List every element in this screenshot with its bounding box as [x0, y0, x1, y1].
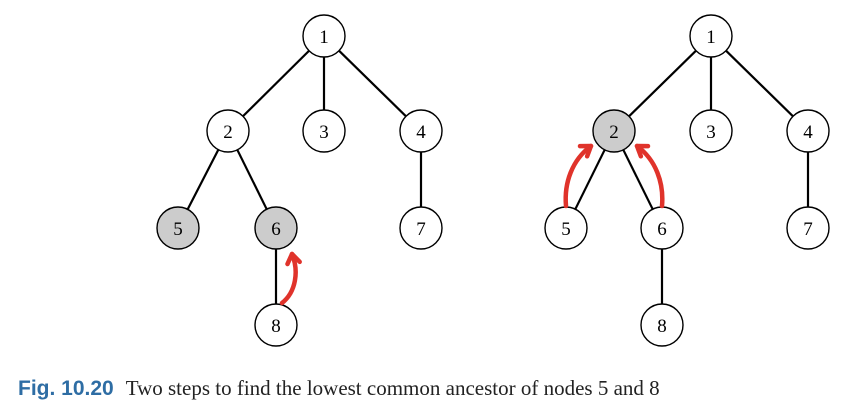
node-label: 5 [561, 219, 571, 240]
node-label: 1 [319, 27, 329, 48]
node-circle [254, 206, 298, 250]
node-label: 6 [657, 219, 667, 240]
node-label: 2 [223, 122, 233, 143]
node-label: 2 [609, 122, 619, 143]
node-2: 2 [592, 109, 636, 153]
arrow-5-to-2 [563, 143, 594, 209]
arrow-8-to-6 [279, 251, 302, 306]
node-7: 7 [786, 206, 830, 250]
node-circle [302, 14, 346, 58]
caption-text: Two steps to find the lowest common ance… [125, 376, 660, 400]
node-5: 5 [156, 206, 200, 250]
figure-caption: Fig. 10.20 Two steps to find the lowest … [18, 376, 660, 401]
node-6: 6 [254, 206, 298, 250]
node-label: 8 [657, 316, 667, 337]
edge-2-5 [186, 149, 220, 210]
node-circle [254, 303, 298, 347]
arrowhead [285, 251, 302, 267]
edge-1-4 [338, 49, 407, 118]
node-2: 2 [206, 109, 250, 153]
node-4: 4 [786, 109, 830, 153]
node-label: 4 [416, 122, 426, 143]
node-8: 8 [640, 303, 684, 347]
node-circle [156, 206, 200, 250]
node-label: 7 [803, 219, 813, 240]
arrow-curve [634, 143, 665, 209]
edge-2-6 [236, 149, 268, 210]
tree-step-1: 1 2 3 4 5 6 7 8 [156, 14, 443, 347]
node-circle [640, 303, 684, 347]
arrowhead [577, 143, 594, 159]
node-3: 3 [689, 109, 733, 153]
node-label: 1 [706, 27, 716, 48]
node-label: 6 [271, 219, 281, 240]
edge-1-2 [628, 49, 697, 118]
node-6: 6 [640, 206, 684, 250]
node-3: 3 [302, 109, 346, 153]
edge-2-6 [622, 149, 654, 210]
node-circle [786, 206, 830, 250]
node-circle [689, 14, 733, 58]
node-label: 7 [416, 219, 426, 240]
node-1: 1 [689, 14, 733, 58]
edge-1-4 [725, 49, 794, 118]
node-7: 7 [399, 206, 443, 250]
arrow-6-to-2 [634, 143, 665, 209]
node-circle [592, 109, 636, 153]
node-circle [302, 109, 346, 153]
edge-2-5 [574, 149, 606, 210]
node-label: 8 [271, 316, 281, 337]
caption-label: Fig. 10.20 [18, 377, 114, 400]
node-circle [206, 109, 250, 153]
node-circle [399, 109, 443, 153]
tree-step-2: 1 2 3 4 5 6 7 8 [544, 14, 830, 347]
node-4: 4 [399, 109, 443, 153]
node-circle [689, 109, 733, 153]
node-label: 3 [319, 122, 329, 143]
node-circle [399, 206, 443, 250]
node-circle [786, 109, 830, 153]
node-5: 5 [544, 206, 588, 250]
edge-1-2 [242, 49, 310, 118]
node-label: 4 [803, 122, 813, 143]
node-label: 5 [173, 219, 183, 240]
arrow-curve [563, 143, 594, 209]
node-1: 1 [302, 14, 346, 58]
node-8: 8 [254, 303, 298, 347]
tree-diagram: 1 2 3 4 5 6 7 8 1 2 3 4 5 6 7 8 [156, 14, 830, 347]
arrowhead [634, 143, 651, 159]
node-label: 3 [706, 122, 716, 143]
